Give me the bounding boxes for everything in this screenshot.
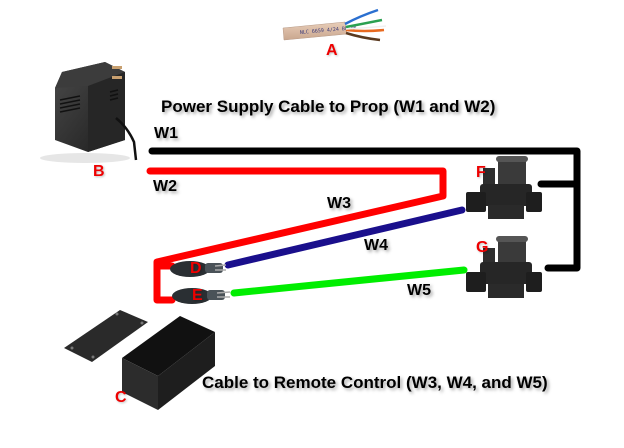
component-label-g: G [476, 239, 489, 256]
component-label-a: A [326, 42, 338, 59]
connector-e-image [172, 288, 231, 304]
power-adapter-b-image [40, 62, 138, 163]
wire-label-w2: W2 [153, 178, 177, 195]
component-label-f: F [476, 164, 486, 181]
component-label-d: D [190, 260, 202, 277]
wire-label-w1: W1 [154, 125, 178, 142]
connector-d-image [170, 261, 227, 277]
valve-g-image [466, 236, 542, 298]
svg-text:NLC 6659 4/24 BL NK: NLC 6659 4/24 BL NK [300, 25, 358, 36]
enclosure-c-image [64, 310, 215, 410]
wire-label-w5: W5 [407, 282, 431, 299]
component-label-c: C [115, 389, 127, 406]
wire-w1 [148, 147, 581, 272]
wire-label-w3: W3 [327, 195, 351, 212]
wire-label-w4: W4 [364, 237, 388, 254]
power-cable-title: Power Supply Cable to Prop (W1 and W2) [161, 97, 496, 116]
wire-w5 [230, 266, 468, 297]
component-label-e: E [192, 287, 203, 304]
cable-a-image: NLC 6659 4/24 BL NK [282, 8, 387, 42]
wire-w4 [224, 206, 466, 269]
valve-f-image [466, 156, 542, 219]
remote-cable-title: Cable to Remote Control (W3, W4, and W5) [202, 373, 548, 392]
wire-w2-w3 [146, 167, 447, 304]
component-label-b: B [93, 163, 105, 180]
